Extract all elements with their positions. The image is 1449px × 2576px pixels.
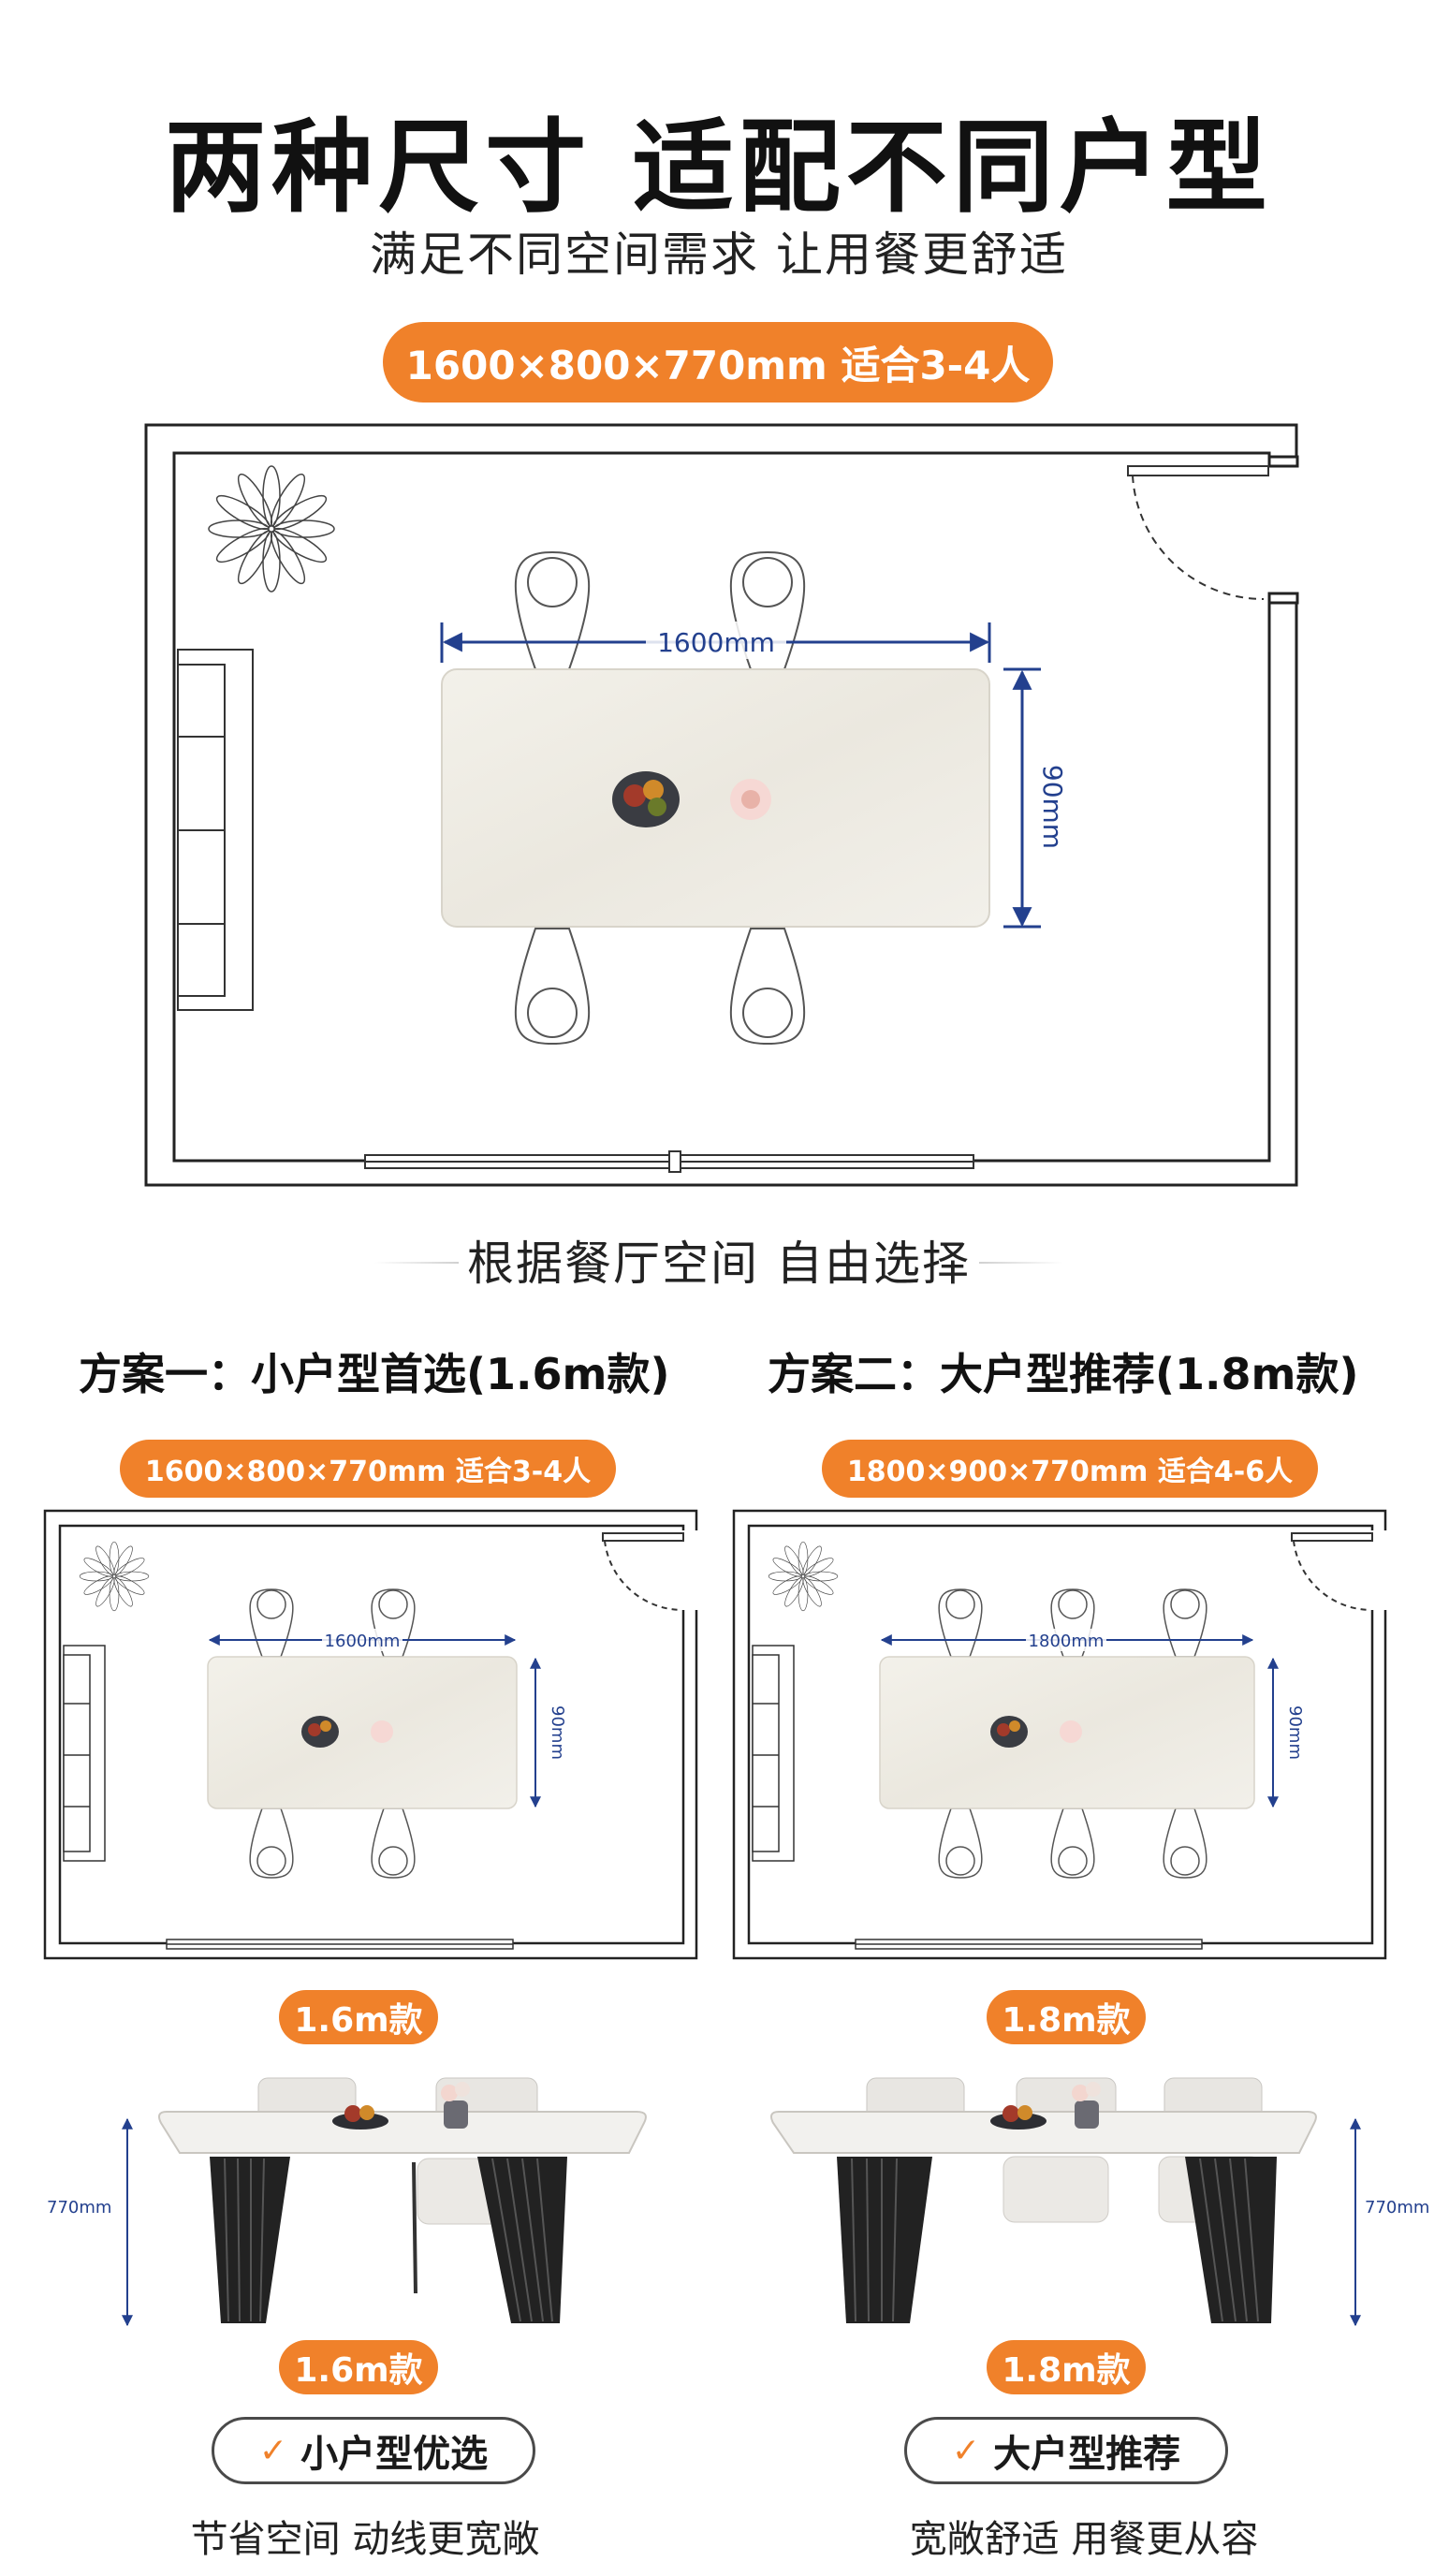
- window-icon: [855, 1939, 1203, 1950]
- room-walls: [144, 423, 1299, 1187]
- sofa-icon: [177, 649, 254, 1011]
- plan-two-table-photo: 770mm: [770, 2077, 1429, 2327]
- tabletop: [770, 2111, 1317, 2154]
- heading-divider-right: [979, 1262, 1063, 1264]
- plant-icon: [208, 465, 335, 593]
- flower-icon: [730, 779, 771, 820]
- depth-label: 90mm: [1285, 1705, 1305, 1760]
- fruit-bowl-icon: [990, 2105, 1046, 2130]
- flower-icon: [371, 1720, 393, 1743]
- fruit-bowl-icon: [332, 2105, 388, 2130]
- plan-two-spec-badge: 1800×900×770mm 适合4-6人: [822, 1440, 1318, 1498]
- plan-one-spec-badge: 1600×800×770mm 适合3-4人: [120, 1440, 616, 1498]
- sofa-icon: [63, 1645, 106, 1862]
- main-spec-badge: 1600×800×770mm 适合3-4人: [383, 322, 1053, 402]
- depth-label: 90mm: [1037, 765, 1068, 849]
- door-icon: [1127, 465, 1269, 601]
- checkmark-icon: ✓: [951, 2431, 981, 2470]
- fruit-bowl-icon: [990, 1716, 1028, 1748]
- page-subtitle: 满足不同空间需求 让用餐更舒适: [370, 227, 1068, 282]
- section-heading: 根据餐厅空间 自由选择: [467, 1237, 971, 1291]
- checkmark-icon: ✓: [258, 2431, 288, 2470]
- main-floor-plan: 1600mm 90mm: [144, 423, 1299, 1187]
- plan-two-title: 方案二：大户型推荐(1.8m款): [768, 1349, 1359, 1399]
- plan-one-table-photo: 770mm: [47, 2077, 647, 2327]
- chair-icon: [514, 550, 806, 1046]
- page-title: 两种尺寸 适配不同户型: [165, 110, 1273, 227]
- fruit-bowl-icon: [612, 771, 680, 827]
- width-label: 1600mm: [657, 627, 775, 658]
- fruit-bowl-icon: [301, 1716, 339, 1748]
- tabletop: [158, 2111, 647, 2154]
- width-label: 1600mm: [325, 1632, 401, 1651]
- height-label: 770mm: [47, 2198, 111, 2217]
- room-walls: [732, 1509, 1387, 1960]
- dining-table: [441, 668, 990, 928]
- window-icon: [364, 1150, 974, 1173]
- depth-dimension: [1003, 667, 1041, 929]
- plant-icon: [79, 1541, 150, 1612]
- plan-two-recommend-label: 大户型推荐: [993, 2433, 1181, 2476]
- plan-one-title: 方案一：小户型首选(1.6m款): [79, 1349, 670, 1399]
- plan-one-caption: 节省空间 动线更宽敞: [190, 2518, 540, 2561]
- vase-icon: [441, 2082, 470, 2129]
- plan-two-size-badge: 1.8m款: [987, 1990, 1146, 2044]
- plan-two-floor-plan: 1800mm 90mm: [732, 1509, 1387, 1960]
- heading-divider-left: [374, 1262, 459, 1264]
- plant-icon: [768, 1541, 839, 1612]
- depth-label: 90mm: [548, 1705, 567, 1760]
- plan-one-recommend-tag: ✓ 小户型优选: [212, 2417, 535, 2484]
- door-icon: [602, 1532, 684, 1611]
- plan-one-size-badge: 1.6m款: [279, 1990, 438, 2044]
- table-base: [837, 2157, 1277, 2323]
- width-label: 1800mm: [1029, 1632, 1105, 1651]
- height-label: 770mm: [1365, 2198, 1429, 2217]
- window-icon: [166, 1939, 514, 1950]
- flower-icon: [1060, 1720, 1082, 1743]
- plan-two-caption: 宽敞舒适 用餐更从容: [909, 2518, 1259, 2561]
- vase-icon: [1072, 2082, 1101, 2129]
- room-walls: [43, 1509, 698, 1960]
- plan-two-model-badge: 1.8m款: [987, 2340, 1146, 2394]
- door-icon: [1291, 1532, 1373, 1611]
- plan-two-recommend-tag: ✓ 大户型推荐: [904, 2417, 1228, 2484]
- sofa-icon: [752, 1645, 795, 1862]
- dining-table: [207, 1656, 518, 1809]
- plan-one-floor-plan: 1600mm 90mm: [43, 1509, 698, 1960]
- plan-one-model-badge: 1.6m款: [279, 2340, 438, 2394]
- plan-one-recommend-label: 小户型优选: [300, 2433, 489, 2476]
